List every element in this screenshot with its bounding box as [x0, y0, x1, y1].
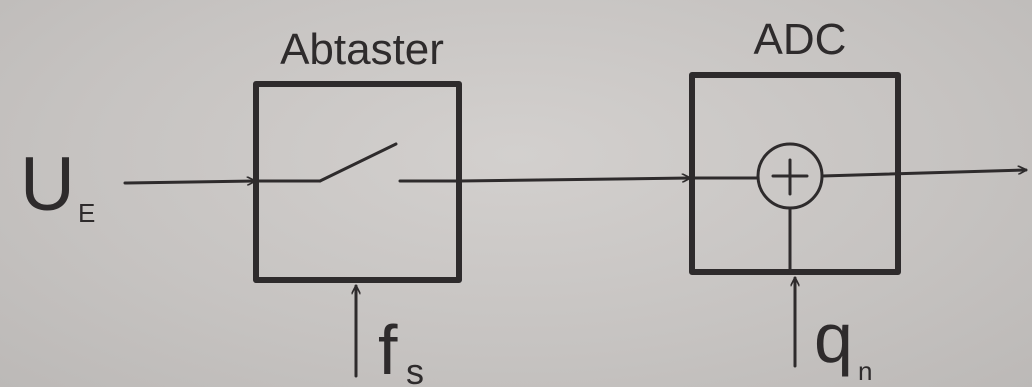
adc-title: ADC — [754, 15, 847, 64]
switch-blade — [318, 142, 398, 183]
noise-symbol: q — [814, 299, 853, 377]
input-subscript: E — [78, 198, 95, 228]
input-symbol: U — [20, 142, 75, 227]
sampler-title: Abtaster — [280, 25, 444, 74]
sampled-signal-arrow — [457, 178, 692, 181]
input-signal-arrow — [123, 181, 257, 183]
clock-symbol: f — [378, 311, 398, 387]
noise-subscript: n — [858, 356, 872, 386]
clock-subscript: s — [406, 351, 424, 387]
output-signal-arrow — [820, 170, 1028, 178]
